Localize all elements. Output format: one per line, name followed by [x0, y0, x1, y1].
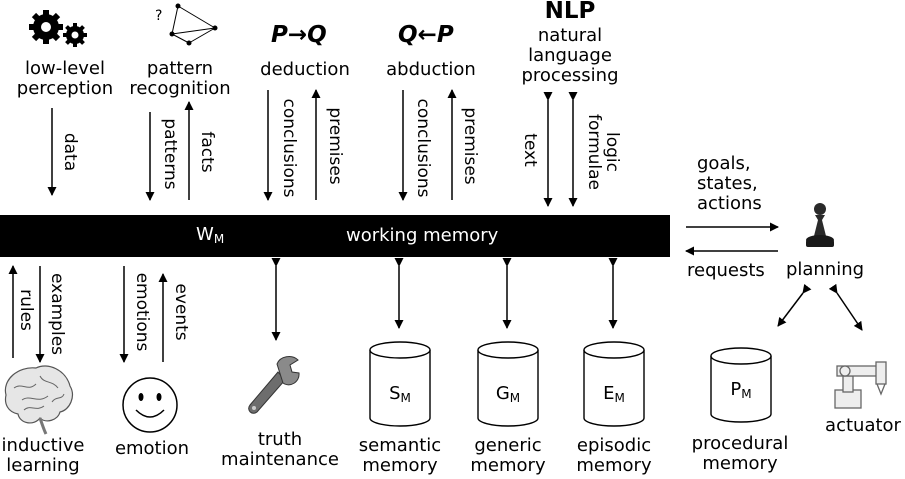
pattern-recognition-label: pattern recognition — [129, 58, 231, 99]
deduction-premises-label: premises — [325, 107, 345, 185]
semantic-memory-label: semantic memory — [358, 435, 442, 476]
semantic-memory-symbol: SM — [389, 383, 411, 405]
chess-pawn-icon — [806, 203, 834, 247]
abduction-symbol: Q←P — [398, 22, 454, 48]
rules-label: rules — [16, 289, 36, 331]
data-label: data — [60, 132, 80, 172]
procedural-memory-symbol: PM — [730, 379, 752, 401]
events-label: events — [171, 283, 191, 341]
arrow-planning-procedural — [777, 283, 812, 327]
procedural-memory-cylinder — [710, 347, 772, 423]
low-level-perception-label: low-level perception — [16, 58, 114, 99]
semantic-memory-cylinder — [369, 341, 431, 427]
working-memory-bar — [0, 215, 670, 257]
abduction-label: abduction — [386, 59, 476, 80]
text-label: text — [520, 133, 540, 167]
emotion-label: emotion — [114, 438, 190, 459]
episodic-memory-cylinder — [583, 341, 645, 427]
emotions-label: emotions — [132, 272, 152, 352]
smiley-icon — [122, 377, 178, 433]
procedural-memory-label: procedural memory — [691, 433, 789, 474]
brain-icon — [4, 365, 73, 435]
nlp-label: natural language processing — [521, 25, 619, 86]
deduction-conclusions-label: conclusions — [279, 98, 299, 198]
generic-memory-symbol: GM — [495, 383, 521, 405]
requests-label: requests — [687, 260, 765, 281]
planning-label: planning — [785, 259, 865, 280]
abduction-premises-label: premises — [460, 107, 480, 185]
generic-memory-label: generic memory — [470, 435, 546, 476]
examples-label: examples — [47, 272, 67, 356]
nlp-symbol: NLP — [544, 0, 596, 24]
wrench-icon — [248, 356, 300, 414]
patterns-label: patterns — [160, 118, 180, 190]
abduction-conclusions-label: conclusions — [413, 98, 433, 198]
actuator-label: actuator — [825, 415, 901, 436]
truth-maintenance-label: truth maintenance — [221, 429, 339, 470]
goals-states-actions-label: goals, states, actions — [697, 153, 762, 214]
episodic-memory-symbol: EM — [603, 383, 625, 405]
working-memory-symbol: WM — [196, 224, 225, 246]
gears-icon — [29, 10, 87, 47]
graph-icon: ? — [155, 3, 218, 46]
deduction-label: deduction — [260, 59, 350, 80]
logic-formulae-label: logic formulae — [584, 113, 622, 191]
working-memory-label: working memory — [346, 225, 499, 246]
graph-question-mark: ? — [155, 8, 162, 24]
generic-memory-cylinder — [477, 341, 539, 427]
facts-label: facts — [197, 131, 217, 173]
arrow-planning-actuator — [828, 283, 863, 331]
robot-arm-icon — [834, 361, 887, 409]
inductive-learning-label: inductive learning — [1, 435, 85, 476]
episodic-memory-label: episodic memory — [576, 435, 652, 476]
deduction-symbol: P→Q — [271, 22, 327, 48]
